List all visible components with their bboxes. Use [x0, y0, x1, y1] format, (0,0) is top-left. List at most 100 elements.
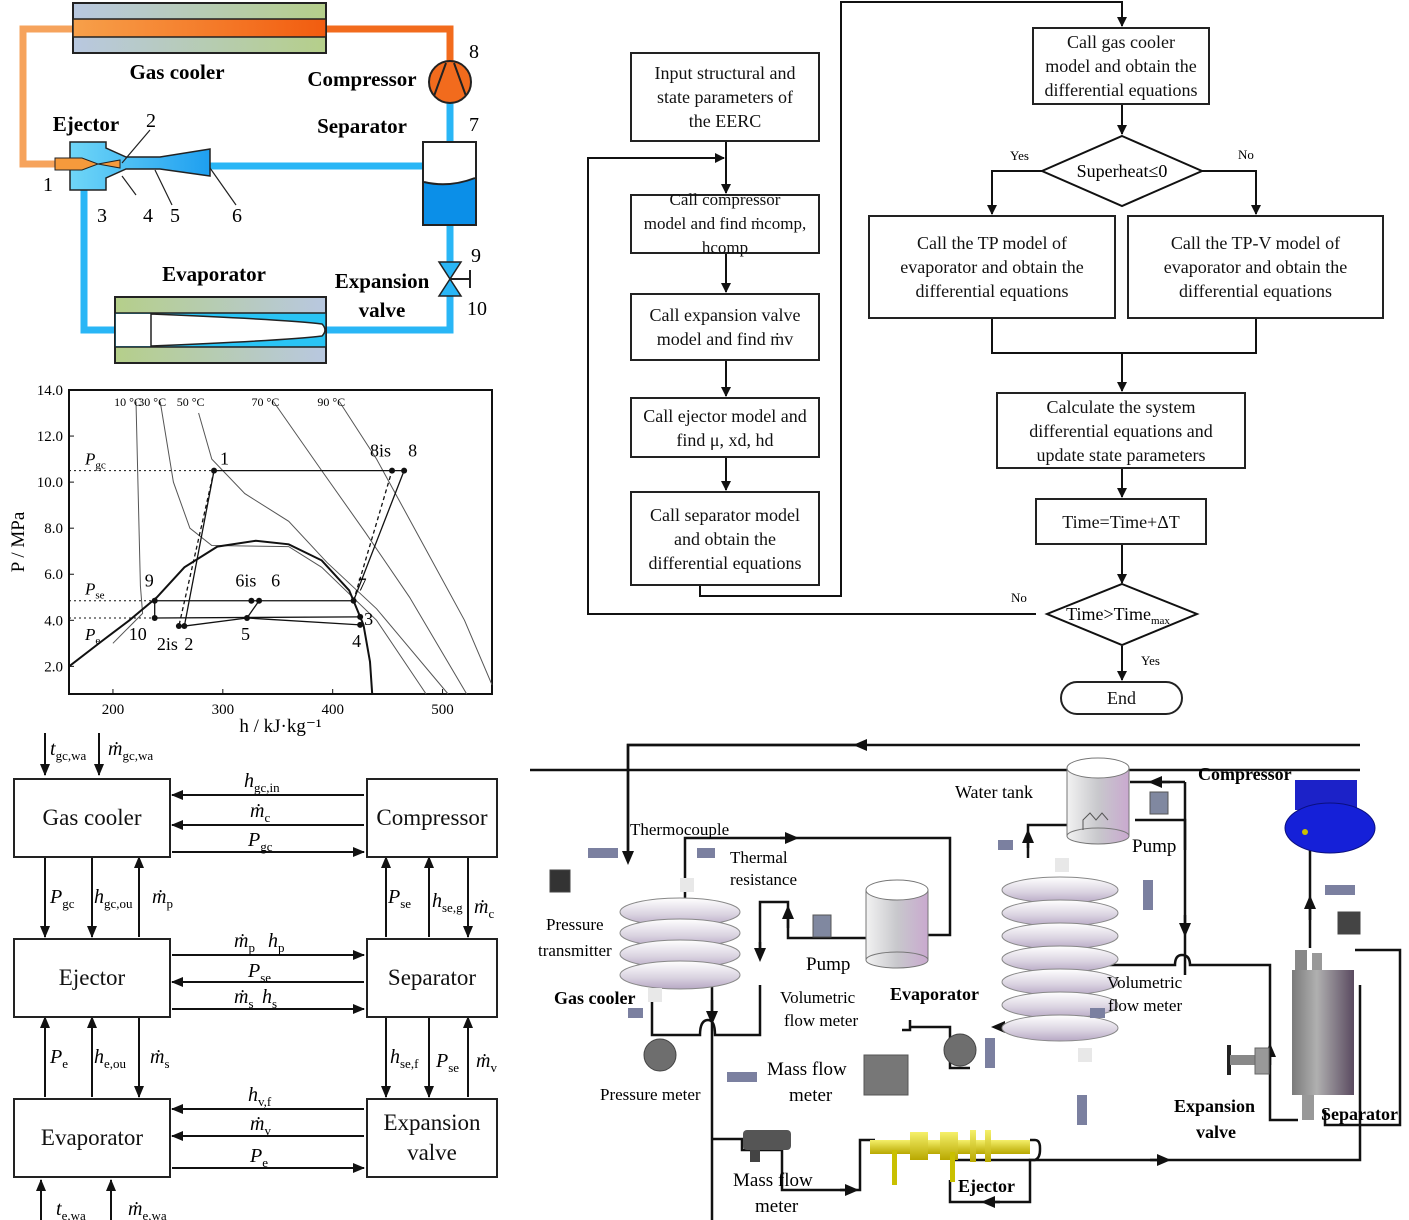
state-point-5: 5: [170, 205, 180, 227]
state-point-marker: [357, 621, 364, 628]
isotherm-line: [159, 401, 427, 695]
gas-cooler-coil-icon: [619, 878, 741, 1002]
evaporator-tank-icon: [865, 879, 929, 969]
signal-label-P-gc-v: Pgc: [49, 886, 75, 911]
label-no-superheat: No: [1238, 147, 1254, 162]
label-compressor-rig: Compressor: [1198, 764, 1292, 784]
y-tick-label: 4.0: [44, 613, 63, 629]
state-point-label-10: 10: [129, 624, 147, 644]
state-point-marker: [248, 597, 255, 604]
label-expansion-valve-1: Expansion: [335, 269, 430, 293]
flowchart-input-box: Input structural and state parameters of…: [630, 52, 820, 142]
saturation-dome: [68, 539, 374, 695]
signal-label-t-e-wa: te,wa: [56, 1198, 86, 1220]
signal-label-m-s-h: ṁs: [234, 986, 254, 1011]
label-volumetric-right-1: Volumetric: [1107, 973, 1183, 992]
label-pressure-transmitter-2: transmitter: [538, 941, 612, 960]
compressor-3d-icon: [1284, 780, 1376, 854]
flow-loop-back: [587, 153, 1036, 615]
signal-label-m-p-h: ṁp: [234, 930, 255, 955]
signal-label-h-gc-ou: hgc,ou: [94, 886, 133, 911]
state-point-label-1: 1: [220, 449, 229, 469]
label-mass-flow-2b: meter: [755, 1196, 799, 1217]
separator-icon: [422, 141, 477, 226]
state-point-marker: [256, 597, 263, 604]
test-rig-schematic: Thermocouple Thermal resistance Pressure…: [530, 739, 1402, 1220]
label-mass-flow-1b: meter: [789, 1085, 833, 1106]
block-gas-cooler: Gas cooler: [13, 778, 171, 858]
signal-label-m-c-v: ṁc: [474, 896, 494, 921]
pipe-hot-left: [19, 25, 72, 168]
state-point-7: 7: [469, 114, 479, 136]
flowchart-connectors: Superheat≤0 Time>Timemax Yes No No Yes: [587, 1, 1261, 681]
process-nozzle-is: [178, 470, 215, 627]
decision-superheat-shape: [1039, 134, 1205, 208]
flow-no-branch: [1202, 170, 1261, 215]
y-tick-label: 12.0: [37, 429, 63, 445]
label-yes-time: Yes: [1141, 653, 1160, 668]
x-tick-label: 300: [212, 702, 235, 718]
signal-label-m-gc-wa: ṁgc,wa: [108, 738, 153, 763]
signal-label-h-se-g: hse,g: [432, 890, 463, 915]
label-gas-cooler-rig: Gas cooler: [554, 988, 635, 1008]
gas-cooler-icon: [72, 2, 327, 54]
state-point-marker: [181, 623, 188, 630]
signal-label-m-p-v: ṁp: [152, 886, 173, 911]
compressor-icon: [428, 60, 472, 104]
state-point-marker: [401, 467, 408, 474]
state-point-marker: [243, 615, 250, 621]
decision-time-label: Time>Timemax: [1066, 604, 1170, 627]
block-evaporator: Evaporator: [13, 1098, 171, 1178]
block-ejector: Ejector: [13, 938, 171, 1018]
label-separator: Separator: [317, 114, 407, 138]
y-tick-label: 2.0: [44, 659, 63, 675]
label-mass-flow-2a: Mass flow: [733, 1170, 813, 1191]
label-evaporator: Evaporator: [162, 262, 266, 286]
signal-label-P-se-v: Pse: [387, 886, 411, 911]
signal-label-h-gc-in: hgc,in: [244, 770, 280, 795]
y-tick-label: 6.0: [44, 567, 63, 583]
label-thermal-resistance-2: resistance: [730, 870, 797, 889]
signal-label-h-p: hp: [268, 930, 285, 955]
isotherm-label: 10 °C: [114, 395, 142, 409]
state-point-4: 4: [143, 205, 153, 227]
state-point-marker: [357, 613, 364, 620]
y-tick-label: 14.0: [37, 383, 63, 399]
state-point-marker: [175, 623, 182, 630]
label-pressure-meter: Pressure meter: [600, 1085, 701, 1104]
ejector-icon: [54, 141, 211, 191]
label-thermal-resistance-1: Thermal: [730, 848, 788, 867]
state-point-9: 9: [471, 245, 481, 267]
flowchart-separator-box: Call separator model and obtain the diff…: [630, 491, 820, 586]
mass-flow-meter-2-icon: [743, 1130, 791, 1162]
signal-label-m-s-v: ṁs: [150, 1046, 170, 1071]
x-tick-label: 400: [321, 702, 344, 718]
y-axis-label: P / MPa: [8, 511, 29, 572]
pipe-evaporator-ejector: [80, 190, 116, 334]
label-evaporator-rig: Evaporator: [890, 984, 979, 1004]
flow-yes-branch: [987, 170, 1042, 215]
decision-superheat-label: Superheat≤0: [1077, 161, 1168, 181]
label-expansion-valve-rig-1: Expansion: [1174, 1096, 1255, 1116]
label-volumetric-right-2: flow meter: [1108, 996, 1182, 1015]
state-point-label-7: 7: [358, 575, 367, 595]
pipe-valve-evaporator: [325, 295, 454, 334]
label-gas-cooler: Gas cooler: [129, 60, 224, 84]
state-point-label-6: 6: [271, 571, 280, 591]
state-point-label-5: 5: [241, 624, 250, 644]
signal-label-m-e-wa: ṁe,wa: [128, 1198, 167, 1220]
state-point-label-9: 9: [145, 571, 154, 591]
label-expansion-valve-2: valve: [359, 298, 406, 322]
signal-label-m-v-v: ṁv: [476, 1050, 497, 1075]
x-tick-label: 500: [431, 702, 454, 718]
evaporator-icon: [114, 296, 327, 364]
isotherm-line: [112, 401, 144, 644]
pressure-label: Pse: [84, 580, 105, 602]
label-volumetric-left-2: flow meter: [784, 1011, 858, 1030]
signal-label-t-gc-wa: tgc,wa: [50, 738, 86, 763]
isotherm-label: 70 °C: [251, 395, 279, 409]
isotherm-line: [198, 412, 449, 695]
flowchart-time-step-box: Time=Time+ΔT: [1035, 498, 1207, 545]
signal-label-P-se-v2: Pse: [435, 1050, 459, 1075]
